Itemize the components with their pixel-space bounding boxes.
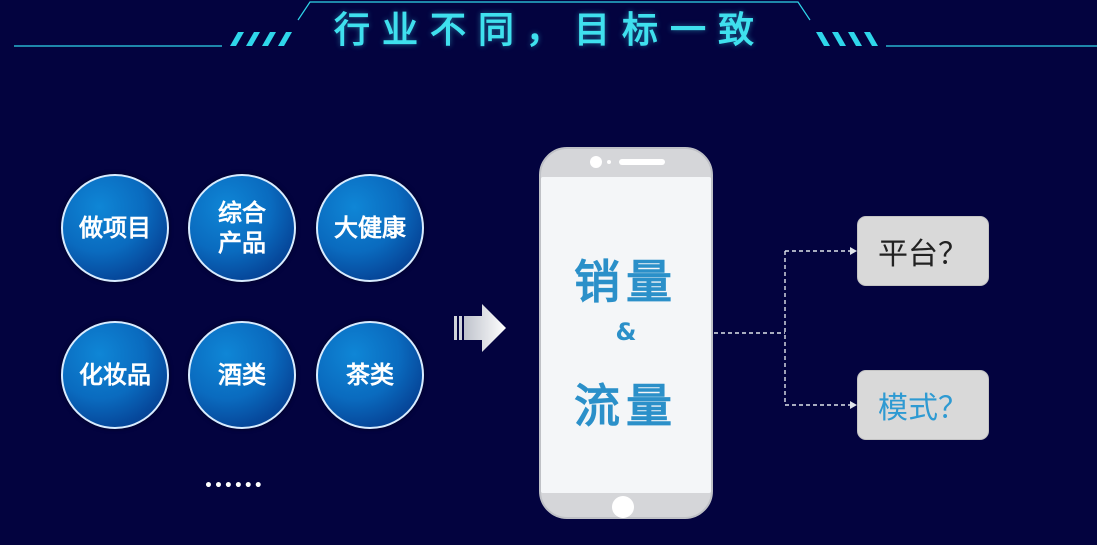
category-circle-liquor: 酒类 — [188, 321, 296, 429]
header-frame — [297, 1, 811, 21]
more-ellipsis: •••••• — [204, 478, 264, 494]
phone-text-sales: 销量 — [574, 255, 678, 309]
category-circle-tea: 茶类 — [316, 321, 424, 429]
arrowhead-model-icon — [850, 401, 857, 409]
right-arrow-icon — [454, 304, 506, 352]
header-right-stripes — [816, 32, 878, 46]
category-label-line2: 产品 — [218, 229, 266, 257]
category-label: 大健康 — [334, 214, 406, 242]
header-decoration — [14, 1, 1097, 47]
arrowhead-platform-icon — [850, 247, 857, 255]
phone-home-button-icon — [612, 496, 634, 518]
category-label: 酒类 — [218, 361, 266, 389]
phone-text-ampersand: & — [615, 318, 637, 346]
phone-speaker-icon — [619, 159, 665, 165]
page-title: 行业不同，目标一致 — [333, 10, 766, 51]
outcome-box-model: 模式？ — [857, 370, 989, 440]
category-circle-health: 大健康 — [316, 174, 424, 282]
category-label-line1: 综合 — [218, 199, 266, 227]
outcome-box-platform: 平台？ — [857, 216, 989, 286]
phone-camera-icon — [590, 156, 602, 168]
category-label: 茶类 — [346, 361, 394, 389]
phone-text-traffic: 流量 — [574, 379, 678, 433]
category-circle-project: 做项目 — [61, 174, 169, 282]
phone-screen — [541, 177, 711, 493]
header-left-stripes — [230, 32, 292, 46]
category-label: 做项目 — [79, 214, 151, 242]
category-circle-cosmetics: 化妆品 — [61, 321, 169, 429]
category-circle-integrated-products: 综合 产品 — [188, 174, 296, 282]
phone-sensor-icon — [607, 160, 611, 164]
category-label: 化妆品 — [79, 361, 151, 389]
